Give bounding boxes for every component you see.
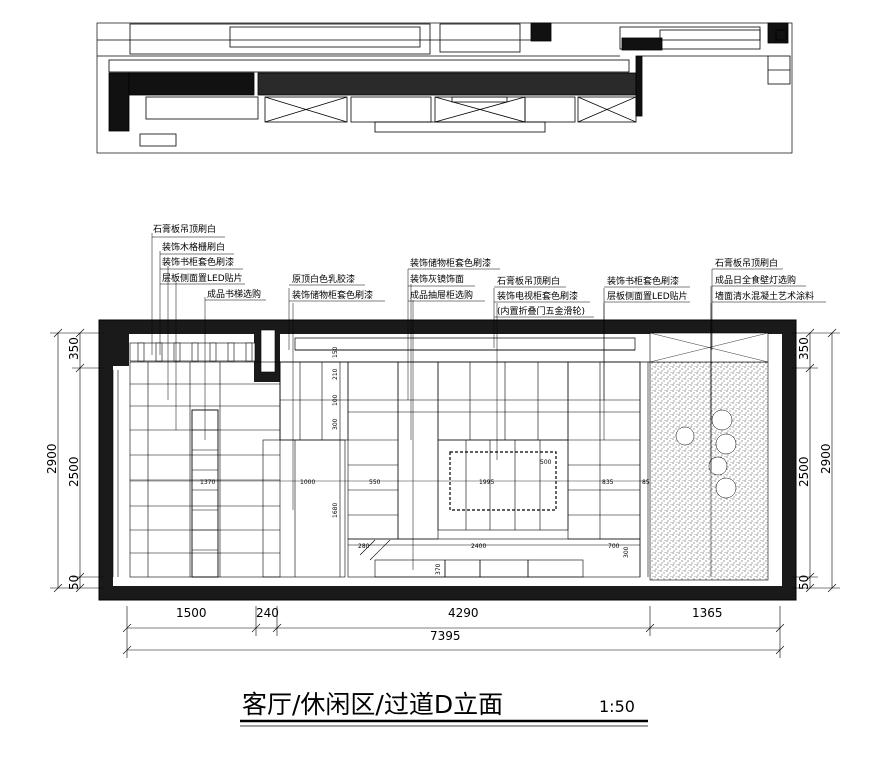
note-tv-2: 装饰电视柜套色刷漆 (497, 290, 578, 302)
dim-1370: 1370 (200, 479, 215, 486)
dim-left-50: 50 (67, 575, 81, 590)
dim-right-350: 350 (797, 337, 811, 360)
dim-left-350: 350 (67, 337, 81, 360)
dim-1995: 1995 (479, 479, 494, 486)
note-right-2: 成品日全食壁灯选购 (715, 274, 796, 286)
dim-1000: 1000 (300, 479, 315, 486)
note-left-4: 层板侧面置LED贴片 (162, 272, 243, 284)
dim-300b: 300 (623, 546, 630, 558)
central-shelving (347, 361, 649, 578)
note-right-1: 石膏板吊顶刷白 (715, 257, 778, 269)
dim-370: 370 (435, 563, 442, 575)
dim-210: 210 (332, 368, 339, 380)
dim-bottom-7395: 7395 (430, 629, 461, 643)
dim-left-2500: 2500 (67, 456, 81, 487)
dim-150: 150 (332, 346, 339, 358)
dim-2400: 2400 (471, 543, 486, 550)
note-midleft-2: 装饰储物柜套色刷漆 (292, 289, 373, 301)
annotation-labels: 石膏板吊顶刷白 装饰木格栅刷白 装饰书柜套色刷漆 层板侧面置LED贴片 成品书梯… (153, 223, 814, 317)
note-tv-3: (内置折叠门五金滑轮) (497, 305, 585, 317)
dim-500: 500 (540, 459, 552, 466)
drawing-title: 客厅/休闲区/过道D立面 (242, 690, 503, 719)
note-center-1: 装饰储物柜套色刷漆 (410, 257, 491, 269)
note-left-2: 装饰木格栅刷白 (162, 241, 225, 253)
eclipse-wall-lamps (675, 330, 737, 577)
dim-1680: 1680 (332, 503, 339, 518)
right-dimension-chain (792, 328, 840, 593)
frame-outline (98, 319, 797, 601)
note-tv-1: 石膏板吊顶刷白 (497, 275, 560, 287)
dim-bottom-1500: 1500 (176, 606, 207, 620)
dim-right-2500: 2500 (797, 456, 811, 487)
left-dimension-text: 350 2500 50 2900 (45, 337, 81, 590)
left-bookshelf (112, 361, 281, 578)
note-rightcab-2: 层板侧面置LED贴片 (607, 290, 688, 302)
dim-550: 550 (369, 479, 381, 486)
drawing-scale: 1:50 (599, 697, 635, 716)
concrete-wall (649, 361, 769, 581)
dim-85: 85 (642, 479, 650, 486)
dim-bottom-1365: 1365 (692, 606, 723, 620)
leader-lines (151, 233, 826, 570)
note-center-3: 成品抽屉柜选购 (410, 289, 473, 301)
dim-left-2900: 2900 (45, 443, 59, 474)
note-right-3: 墙面清水混凝土艺术涂料 (715, 290, 814, 302)
dim-280: 280 (358, 543, 370, 550)
note-left-5: 成品书梯选购 (207, 288, 261, 300)
inner-dimensions: 1370 1000 550 1995 835 85 280 2400 700 5… (200, 346, 650, 575)
section-cut-frame (99, 320, 796, 600)
note-midleft-1: 原顶白色乳胶漆 (292, 273, 355, 285)
dim-835: 835 (602, 479, 614, 486)
dim-700: 700 (608, 543, 620, 550)
right-dimension-text: 350 2500 50 2900 (797, 337, 833, 590)
bottom-dimension-chain (122, 606, 785, 658)
dim-100: 100 (332, 394, 339, 406)
left-dimension-chain (50, 328, 104, 593)
dim-right-2900: 2900 (819, 443, 833, 474)
dim-bottom-240: 240 (256, 606, 279, 620)
storage-cabinet (262, 361, 349, 578)
elevation-view (98, 233, 826, 601)
dim-300: 300 (332, 418, 339, 430)
note-center-2: 装饰灰镜饰面 (410, 273, 464, 285)
dim-bottom-4290: 4290 (448, 606, 479, 620)
note-left-3: 装饰书柜套色刷漆 (162, 256, 234, 268)
dim-right-50: 50 (797, 575, 811, 590)
note-rightcab-1: 装饰书柜套色刷漆 (607, 275, 679, 287)
bottom-dimension-text: 1500 240 4290 1365 7395 (176, 606, 723, 643)
note-left-1: 石膏板吊顶刷白 (153, 223, 216, 235)
drawing-title-block: 客厅/休闲区/过道D立面 1:50 (240, 690, 648, 727)
plan-view (96, 22, 793, 154)
